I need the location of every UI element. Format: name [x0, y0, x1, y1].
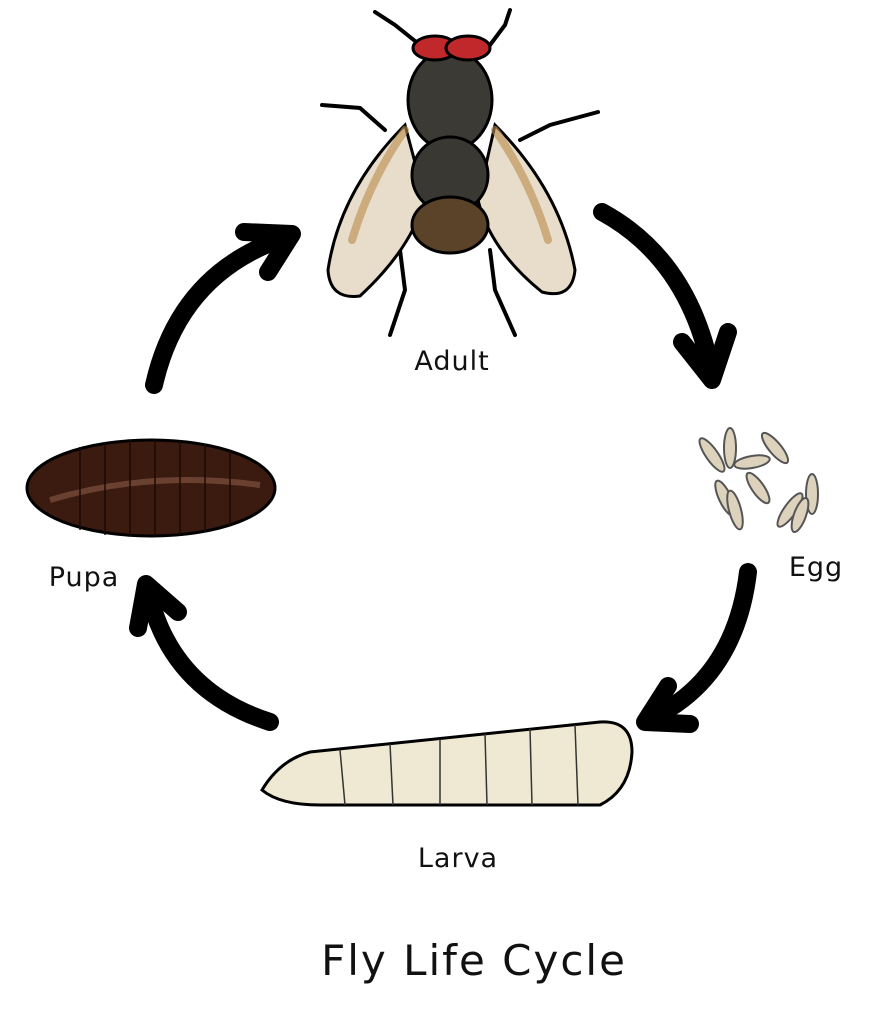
arrow-larva-to-pupa — [129, 575, 279, 731]
arrow-pupa-to-adult — [145, 223, 301, 394]
larva-illustration — [260, 720, 634, 807]
adult-fly-illustration — [320, 8, 600, 337]
right-eye-icon — [444, 34, 492, 62]
eggs-illustration — [698, 427, 819, 534]
arrow-adult-to-egg — [593, 203, 737, 389]
stage-label-adult: Adult — [414, 346, 490, 377]
stage-label-pupa: Pupa — [48, 562, 120, 593]
stage-label-larva: Larva — [417, 843, 499, 874]
stage-label-egg: Egg — [788, 552, 844, 583]
arrow-egg-to-larva — [636, 563, 757, 733]
pupa-illustration — [25, 438, 277, 538]
diagram-title: Fly Life Cycle — [321, 936, 627, 985]
